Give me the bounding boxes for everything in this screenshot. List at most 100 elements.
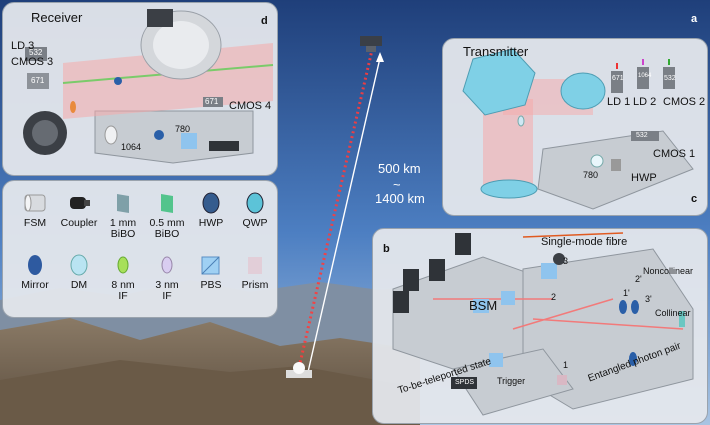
secondary-mirror-icon: [560, 72, 606, 110]
cmos4-icon: [203, 97, 223, 107]
source-num-2: 2: [551, 292, 557, 302]
hwp-icon: [619, 300, 627, 314]
source-num-3p: 3': [645, 294, 652, 304]
cmos2-icon: [663, 67, 675, 89]
hwp-icon: [70, 101, 76, 113]
prism-icon: [227, 253, 283, 277]
source-fibre: Single-mode fibre: [541, 236, 628, 248]
pbs-icon: [501, 291, 515, 305]
spds-icon: [393, 291, 409, 313]
crystal-icon: [679, 311, 685, 327]
transmitter-532: 532: [664, 75, 676, 82]
legend-item: 1 mm BiBO: [95, 191, 151, 240]
legend-item: 3 nm IF: [139, 253, 195, 302]
legend-item: HWP: [183, 191, 239, 229]
bibo-icon: [629, 352, 637, 366]
uplink-beam: [296, 49, 374, 373]
distance-arrow: [307, 57, 381, 373]
transmitter-panel: Transmitter a c LD 1 LD 2 CMOS 2 CMOS 1 …: [442, 13, 708, 216]
cmos1-icon: [631, 131, 659, 141]
source-num-1: 1: [563, 360, 569, 370]
fsm-icon: [7, 191, 63, 215]
legend-label: PBS: [200, 279, 222, 291]
legend-label: FSM: [23, 217, 47, 229]
pbs-icon: [183, 253, 239, 277]
filter-icon: [114, 77, 122, 85]
distance-tilde: ~: [393, 177, 401, 192]
pbs-icon: [473, 299, 489, 313]
satellite-icon: [360, 36, 382, 52]
legend-label: 3 nm IF: [155, 279, 179, 302]
qwp-icon: [227, 191, 283, 215]
fsm-rotator-icon: [147, 9, 173, 27]
receiver-532: 532: [29, 48, 43, 57]
transmitter-tag: a: [691, 13, 698, 25]
hwp-icon: [183, 191, 239, 215]
source-panel: b Single-mode fibre BSM Noncollinear Col…: [372, 228, 708, 424]
receiver-tag: d: [261, 15, 268, 27]
transmitter-532b: 532: [636, 132, 648, 139]
legend-item: PBS: [183, 253, 239, 291]
bibo-1mm-icon: [95, 191, 151, 215]
spds-icon: [403, 269, 419, 291]
primary-mirror-icon: [462, 48, 536, 116]
transmitter-cmos2: CMOS 2: [663, 96, 706, 108]
legend-label: 8 nm IF: [111, 279, 135, 302]
transmitter-780: 780: [583, 170, 599, 180]
legend-label: 0.5 mm BiBO: [149, 217, 185, 240]
prism-icon: [557, 375, 567, 385]
legend-item: QWP: [227, 191, 283, 229]
if-3nm-icon: [139, 253, 195, 277]
bibo-05mm-icon: [139, 191, 195, 215]
legend-label: Prism: [241, 279, 269, 291]
pbs-icon: [181, 133, 197, 149]
legend-label: HWP: [198, 217, 224, 229]
receiver-671b: 671: [205, 97, 219, 106]
transmitter-ld1: LD 1: [607, 96, 631, 108]
fsm-icon: [553, 253, 565, 265]
source-collinear: Collinear: [655, 308, 691, 318]
legend-item: DM: [51, 253, 107, 291]
transmitter-diagram: [462, 48, 694, 210]
receiver-cmos3: CMOS 3: [11, 56, 54, 68]
spds-icon: [455, 233, 471, 255]
receiver-671: 671: [31, 76, 45, 85]
ld3-icon: [25, 47, 47, 61]
transmitter-subtag: c: [691, 193, 698, 205]
source-spds: SPDS: [455, 379, 475, 386]
mirror-icon: [7, 253, 63, 277]
source-tag: b: [383, 243, 390, 255]
receiver-title: Receiver: [31, 10, 83, 25]
legend-label: 1 mm BiBO: [109, 217, 137, 240]
pbs-icon: [489, 353, 503, 367]
transmitter-ld2: LD 2: [633, 96, 657, 108]
legend-item: Prism: [227, 253, 283, 291]
ground-station-icon: [286, 362, 312, 378]
legend-item: 8 nm IF: [95, 253, 151, 302]
source-num-1p: 1': [623, 288, 630, 298]
coupler-icon: [51, 191, 107, 215]
receiver-ld3: LD 3: [11, 40, 35, 52]
dm-icon: [51, 253, 107, 277]
legend-item: Coupler: [51, 191, 107, 229]
dm-icon: [590, 154, 604, 168]
transmitter-title: Transmitter: [463, 44, 529, 59]
transmitter-671: 671: [612, 75, 624, 82]
receiver-1064: 1064: [121, 142, 142, 152]
spds-icon: [451, 377, 477, 389]
ld1-icon: [611, 71, 623, 93]
hwp-icon: [611, 159, 621, 171]
legend-label: Coupler: [60, 217, 98, 229]
source-noncollinear: Noncollinear: [643, 266, 694, 276]
distance-top: 500 km: [378, 161, 421, 176]
source-bsm: BSM: [469, 298, 498, 313]
cmos3-icon: [27, 73, 49, 89]
mirror-icon: [104, 125, 118, 145]
hwp-icon: [631, 300, 639, 314]
transmitter-1064: 1064: [638, 73, 652, 79]
source-num-2p: 2': [635, 274, 642, 284]
legend-item: FSM: [7, 191, 63, 229]
pbs-icon: [541, 263, 557, 279]
ld2-icon: [637, 67, 649, 89]
transmitter-cmos1: CMOS 1: [653, 148, 696, 160]
